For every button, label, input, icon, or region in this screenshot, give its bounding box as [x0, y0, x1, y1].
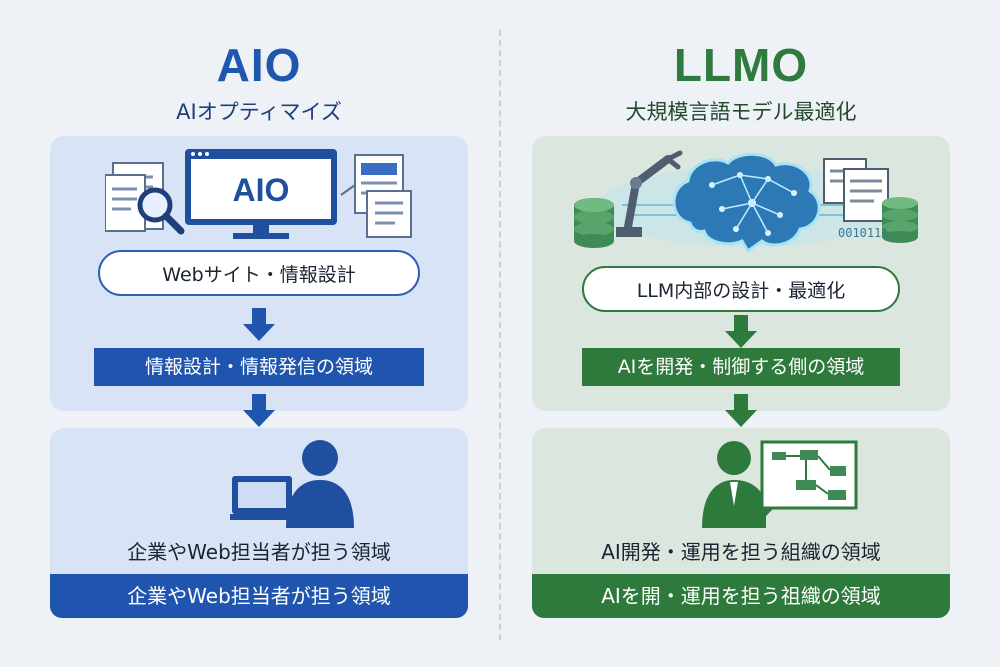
brain-circuit-icon	[672, 152, 821, 254]
documents-icon	[823, 158, 889, 222]
aio-subtitle: AIオプティマイズ	[176, 100, 342, 124]
aio-title: AIO	[216, 39, 302, 91]
llmo-caption: AI開発・運用を担う組織の領域	[601, 540, 881, 564]
aio-band: 情報設計・情報発信の領域	[94, 348, 424, 386]
aio-pill: Webサイト・情報設計	[98, 250, 420, 296]
binary-text: 0010111	[838, 226, 889, 240]
aio-illustration: AIO	[105, 149, 412, 239]
aio-footer-band: 企業やWeb担当者が担う領域	[50, 574, 468, 618]
arrow-down-icon	[241, 394, 277, 428]
arrow-down-icon	[723, 394, 759, 428]
llmo-band: AIを開発・制御する側の領域	[582, 348, 900, 386]
documents-icon	[340, 154, 412, 238]
flowchart-board-icon	[760, 440, 858, 510]
llmo-footer-band: AIを開・運用を担う祖織の領域	[532, 574, 950, 618]
monitor-icon: AIO	[185, 149, 337, 239]
robot-arm-icon	[616, 150, 683, 237]
llmo-title: LLMO	[673, 39, 809, 91]
presenter-icon	[702, 440, 858, 528]
aio-caption: 企業やWeb担当者が担う領域	[127, 540, 391, 564]
monitor-label: AIO	[233, 172, 290, 208]
llmo-illustration: 0010111	[574, 150, 918, 254]
magnifier-icon	[137, 187, 185, 235]
llmo-subtitle: 大規模言語モデル最適化	[625, 100, 857, 124]
person-laptop-icon	[230, 440, 354, 528]
arrow-down-icon	[241, 308, 277, 342]
database-icon	[574, 198, 614, 248]
center-divider	[499, 30, 501, 640]
arrow-down-icon	[723, 315, 759, 349]
llmo-pill: LLM内部の設計・最適化	[582, 266, 900, 312]
database-icon	[882, 197, 918, 243]
